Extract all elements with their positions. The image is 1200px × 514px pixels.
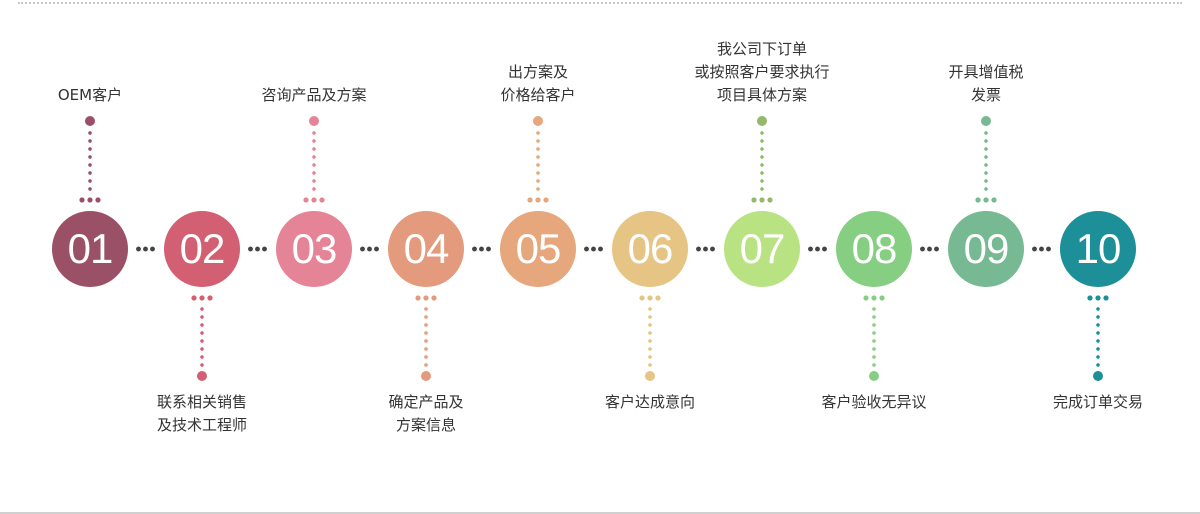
- stem-end-dot: [981, 116, 991, 126]
- step-number-circle: 10: [1060, 211, 1136, 287]
- connector-dots: [1086, 295, 1110, 301]
- process-step-03: 03 咨询产品及方案: [224, 0, 404, 514]
- process-step-04: 04 确定产品及方案信息: [336, 0, 516, 514]
- stem-end-dot: [1093, 371, 1103, 381]
- step-label: 出方案及价格给客户: [448, 61, 628, 107]
- step-connector: [1031, 246, 1053, 252]
- connector-dots: [638, 295, 662, 301]
- stem-end-dot: [85, 116, 95, 126]
- connector-dots: [302, 197, 326, 203]
- process-step-09: 09 开具增值税发票: [896, 0, 1076, 514]
- step-label-line: 开具增值税: [948, 63, 1024, 81]
- step-label: 联系相关销售及技术工程师: [112, 391, 292, 437]
- dotted-stem: [872, 305, 876, 369]
- step-label: 开具增值税发票: [896, 61, 1076, 107]
- stem-end-dot: [197, 371, 207, 381]
- step-number-circle: 05: [500, 211, 576, 287]
- step-number-circle: 06: [612, 211, 688, 287]
- step-number-circle: 04: [388, 211, 464, 287]
- step-label-line: OEM客户: [57, 86, 123, 104]
- step-label-line: 方案信息: [395, 416, 456, 434]
- step-label-line: 咨询产品及方案: [261, 86, 367, 104]
- step-label-line: 及技术工程师: [156, 416, 247, 434]
- process-step-10: 10 完成订单交易: [1008, 0, 1188, 514]
- connector-dots: [190, 295, 214, 301]
- step-label: 我公司下订单或按照客户要求执行项目具体方案: [672, 38, 852, 107]
- dotted-stem: [648, 305, 652, 369]
- step-label-line: 联系相关销售: [156, 393, 247, 411]
- stem-end-dot: [533, 116, 543, 126]
- stem-end-dot: [757, 116, 767, 126]
- step-number-circle: 01: [52, 211, 128, 287]
- step-number-circle: 02: [164, 211, 240, 287]
- step-label-line: 我公司下订单: [716, 40, 807, 58]
- step-connector: [583, 246, 605, 252]
- stem-end-dot: [309, 116, 319, 126]
- dotted-stem: [424, 305, 428, 369]
- process-step-07: 07 我公司下订单或按照客户要求执行项目具体方案: [672, 0, 852, 514]
- step-label-line: 项目具体方案: [716, 86, 807, 104]
- step-number-circle: 08: [836, 211, 912, 287]
- step-connector: [807, 246, 829, 252]
- step-number-circle: 03: [276, 211, 352, 287]
- connector-dots: [750, 197, 774, 203]
- process-step-05: 05 出方案及价格给客户: [448, 0, 628, 514]
- dotted-stem: [536, 129, 540, 193]
- dotted-stem: [88, 129, 92, 193]
- connector-dots: [526, 197, 550, 203]
- process-step-08: 08 客户验收无异议: [784, 0, 964, 514]
- step-label-line: 出方案及: [507, 63, 568, 81]
- connector-dots: [78, 197, 102, 203]
- step-connector: [359, 246, 381, 252]
- step-label: 完成订单交易: [1008, 391, 1188, 414]
- step-number-circle: 07: [724, 211, 800, 287]
- step-connector: [247, 246, 269, 252]
- process-step-02: 02 联系相关销售及技术工程师: [112, 0, 292, 514]
- process-step-01: 01 OEM客户: [0, 0, 180, 514]
- step-connector: [471, 246, 493, 252]
- step-label: 客户验收无异议: [784, 391, 964, 414]
- step-label: 客户达成意向: [560, 391, 740, 414]
- step-label-line: 或按照客户要求执行: [694, 63, 830, 81]
- step-connector: [135, 246, 157, 252]
- dotted-stem: [760, 129, 764, 193]
- step-label-line: 客户达成意向: [604, 393, 695, 411]
- connector-dots: [974, 197, 998, 203]
- step-label-line: 确定产品及: [388, 393, 464, 411]
- dotted-stem: [312, 129, 316, 193]
- dotted-stem: [200, 305, 204, 369]
- step-connector: [919, 246, 941, 252]
- bottom-rule: [0, 512, 1200, 514]
- step-number-circle: 09: [948, 211, 1024, 287]
- step-label-line: 客户验收无异议: [821, 393, 927, 411]
- top-dotted-rule: [18, 2, 1182, 4]
- step-label-line: 价格给客户: [500, 86, 576, 104]
- step-connector: [695, 246, 717, 252]
- step-label-line: 发票: [970, 86, 1001, 104]
- stem-end-dot: [645, 371, 655, 381]
- step-label: 咨询产品及方案: [224, 84, 404, 107]
- step-label: 确定产品及方案信息: [336, 391, 516, 437]
- stem-end-dot: [869, 371, 879, 381]
- step-label: OEM客户: [0, 84, 180, 107]
- process-step-06: 06 客户达成意向: [560, 0, 740, 514]
- dotted-stem: [1096, 305, 1100, 369]
- dotted-stem: [984, 129, 988, 193]
- connector-dots: [862, 295, 886, 301]
- connector-dots: [414, 295, 438, 301]
- stem-end-dot: [421, 371, 431, 381]
- step-label-line: 完成订单交易: [1052, 393, 1143, 411]
